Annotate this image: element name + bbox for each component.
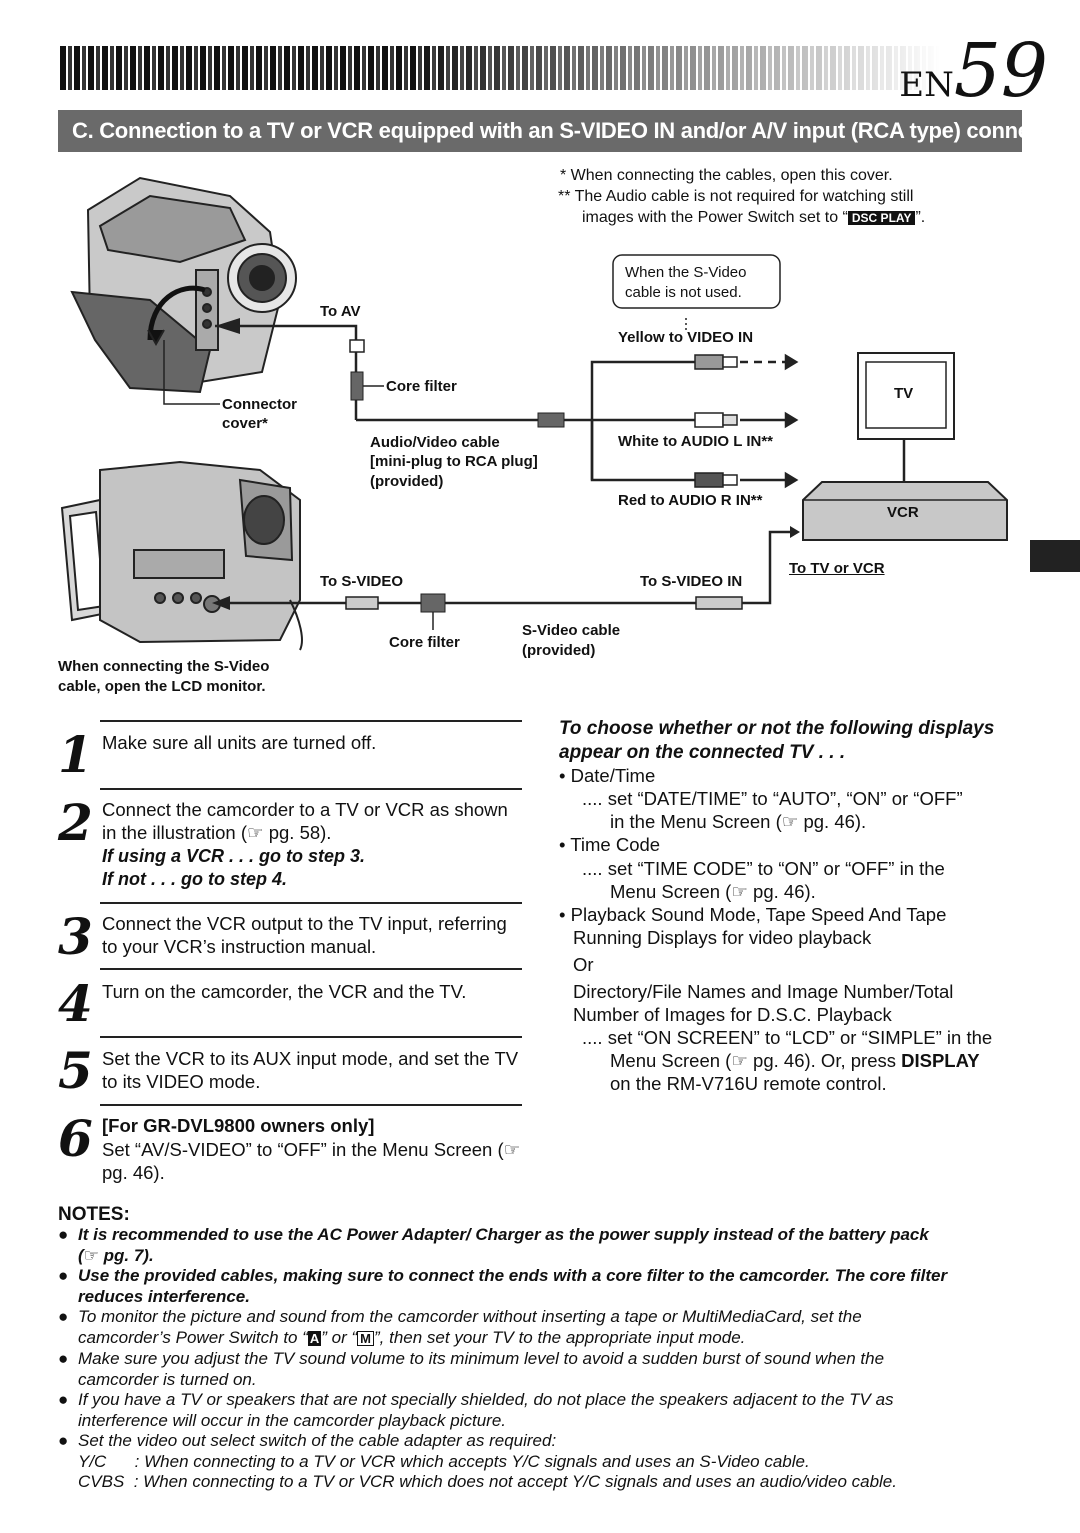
step-heading: [For GR-DVL9800 owners only]	[102, 1115, 375, 1136]
red-label: Red to AUDIO R IN**	[618, 492, 763, 509]
step-text: Set the VCR to its AUX input mode, and s…	[102, 1048, 519, 1092]
lcd-note-2: cable, open the LCD monitor.	[58, 678, 266, 695]
section-title: C. Connection to a TV or VCR equipped wi…	[58, 110, 1022, 152]
to-av-label: To AV	[320, 303, 361, 320]
note-item: ● Set the video out select switch of the…	[58, 1431, 897, 1491]
time-code-setting: .... set “TIME CODE” to “ON” or “OFF” in…	[582, 858, 945, 879]
av-cable-label-1: Audio/Video cable	[370, 434, 500, 451]
step-number: 6	[58, 1109, 93, 1168]
core-filter-bottom-label: Core filter	[389, 634, 460, 651]
step-rule	[100, 788, 522, 790]
rca-arrows	[740, 353, 799, 489]
step-rule	[100, 1036, 522, 1038]
svideo-note-box	[612, 254, 781, 309]
page-number-prefix: EN	[899, 65, 954, 105]
lcd-note-1: When connecting the S-Video	[58, 658, 270, 675]
av-cable-label-2: [mini-plug to RCA plug]	[370, 453, 538, 470]
note-item: ● To monitor the picture and sound from …	[58, 1307, 862, 1347]
core-filter-bottom	[420, 593, 446, 613]
playback-item-cont: Running Displays for video playback	[573, 927, 872, 948]
core-filter-top	[350, 371, 364, 401]
step-rule	[100, 1104, 522, 1106]
power-switch-a-icon: A	[307, 1330, 322, 1346]
page-number: EN59	[899, 34, 1048, 108]
directory-item: Directory/File Names and Image Number/To…	[573, 981, 954, 1002]
step-text: Connect the VCR output to the TV input, …	[102, 913, 507, 957]
rca-branches	[590, 360, 695, 482]
to-av-arrow	[215, 318, 240, 334]
remote-control-text: on the RM-V716U remote control.	[610, 1073, 887, 1094]
displays-heading-2: appear on the connected TV . . .	[559, 742, 846, 763]
date-time-item: • Date/Time	[559, 765, 656, 786]
tv-label: TV	[894, 385, 914, 402]
yellow-label: Yellow to VIDEO IN	[618, 329, 754, 346]
connector-cover-label-1: Connector	[222, 396, 297, 413]
date-time-setting: .... set “DATE/TIME” to “AUTO”, “ON” or …	[582, 788, 963, 809]
mini-plug	[349, 339, 365, 353]
power-switch-note: images with the Power Switch set to “DSC…	[582, 209, 926, 226]
connector-cover-leader	[163, 340, 220, 405]
step-sub-vcr: If using a VCR . . . go to step 3.	[102, 846, 366, 866]
svideo-plugs	[345, 596, 743, 610]
on-screen-setting: .... set “ON SCREEN” to “LCD” or “SIMPLE…	[582, 1027, 993, 1048]
svideo-box-line2: cable is not used.	[625, 284, 742, 301]
step-number: 4	[58, 974, 93, 1033]
note-item: ● Make sure you adjust the TV sound volu…	[58, 1349, 885, 1389]
tv-illustration	[857, 352, 955, 482]
white-label: White to AUDIO L IN**	[618, 433, 773, 450]
svideo-cable-label-1: S-Video cable	[522, 622, 621, 639]
step-text: Connect the camcorder to a TV or VCR as …	[102, 799, 508, 843]
av-cable-label-3: (provided)	[370, 473, 444, 490]
core-filter-top-label: Core filter	[386, 378, 457, 395]
playback-item: • Playback Sound Mode, Tape Speed And Ta…	[559, 904, 947, 925]
power-switch-m-icon: M	[357, 1330, 375, 1346]
or-text: Or	[573, 954, 594, 975]
vcr-label: VCR	[887, 504, 919, 521]
page-number-value: 59	[953, 28, 1048, 114]
step-rule	[100, 902, 522, 904]
camcorder-top-illustration	[70, 176, 297, 394]
step-number: 3	[58, 907, 93, 966]
on-screen-setting-cont: Menu Screen (☞ pg. 46). Or, press DISPLA…	[610, 1050, 980, 1071]
rca-plugs	[694, 354, 738, 488]
vcr-illustration	[802, 481, 1008, 541]
date-time-setting-cont: in the Menu Screen (☞ pg. 46).	[610, 811, 867, 832]
cover-note: * When connecting the cables, open this …	[560, 167, 893, 184]
camcorder-bottom-illustration	[60, 460, 303, 651]
audio-cable-note: ** The Audio cable is not required for w…	[558, 188, 914, 205]
svideo-cable-label-2: (provided)	[522, 642, 596, 659]
note-item: ● If you have a TV or speakers that are …	[58, 1390, 894, 1430]
to-svideo-label: To S-VIDEO	[320, 573, 404, 590]
step-text: Turn on the camcorder, the VCR and the T…	[102, 981, 467, 1002]
step-rule	[100, 720, 522, 722]
time-code-item: • Time Code	[559, 834, 661, 855]
displays-heading-1: To choose whether or not the following d…	[559, 718, 995, 739]
step-text: Set “AV/S-VIDEO” to “OFF” in the Menu Sc…	[102, 1139, 521, 1183]
step-rule	[100, 968, 522, 970]
to-tv-or-vcr-label: To TV or VCR	[789, 560, 885, 577]
step-number: 2	[58, 793, 93, 852]
directory-item-cont: Number of Images for D.S.C. Playback	[573, 1004, 892, 1025]
step-number: 5	[58, 1041, 93, 1100]
side-tab-marker	[1030, 540, 1080, 572]
connection-diagram	[60, 176, 1008, 651]
step-sub-not: If not . . . go to step 4.	[102, 869, 287, 889]
note-item: ● Use the provided cables, making sure t…	[58, 1266, 948, 1306]
svideo-box-line1: When the S-Video	[625, 264, 747, 281]
step-text: Make sure all units are turned off.	[102, 732, 377, 753]
header-stripe-bar	[60, 46, 940, 90]
av-cable-splitter	[537, 412, 565, 428]
time-code-setting-cont: Menu Screen (☞ pg. 46).	[610, 881, 816, 902]
svideo-cable	[225, 530, 796, 605]
note-item: ● It is recommended to use the AC Power …	[58, 1225, 929, 1265]
step-number: 1	[58, 725, 93, 784]
notes-heading: NOTES:	[58, 1204, 130, 1225]
connector-cover-label-2: cover*	[222, 415, 268, 432]
dsc-play-badge: DSC PLAY	[847, 211, 916, 225]
to-svideo-in-label: To S-VIDEO IN	[640, 573, 743, 590]
